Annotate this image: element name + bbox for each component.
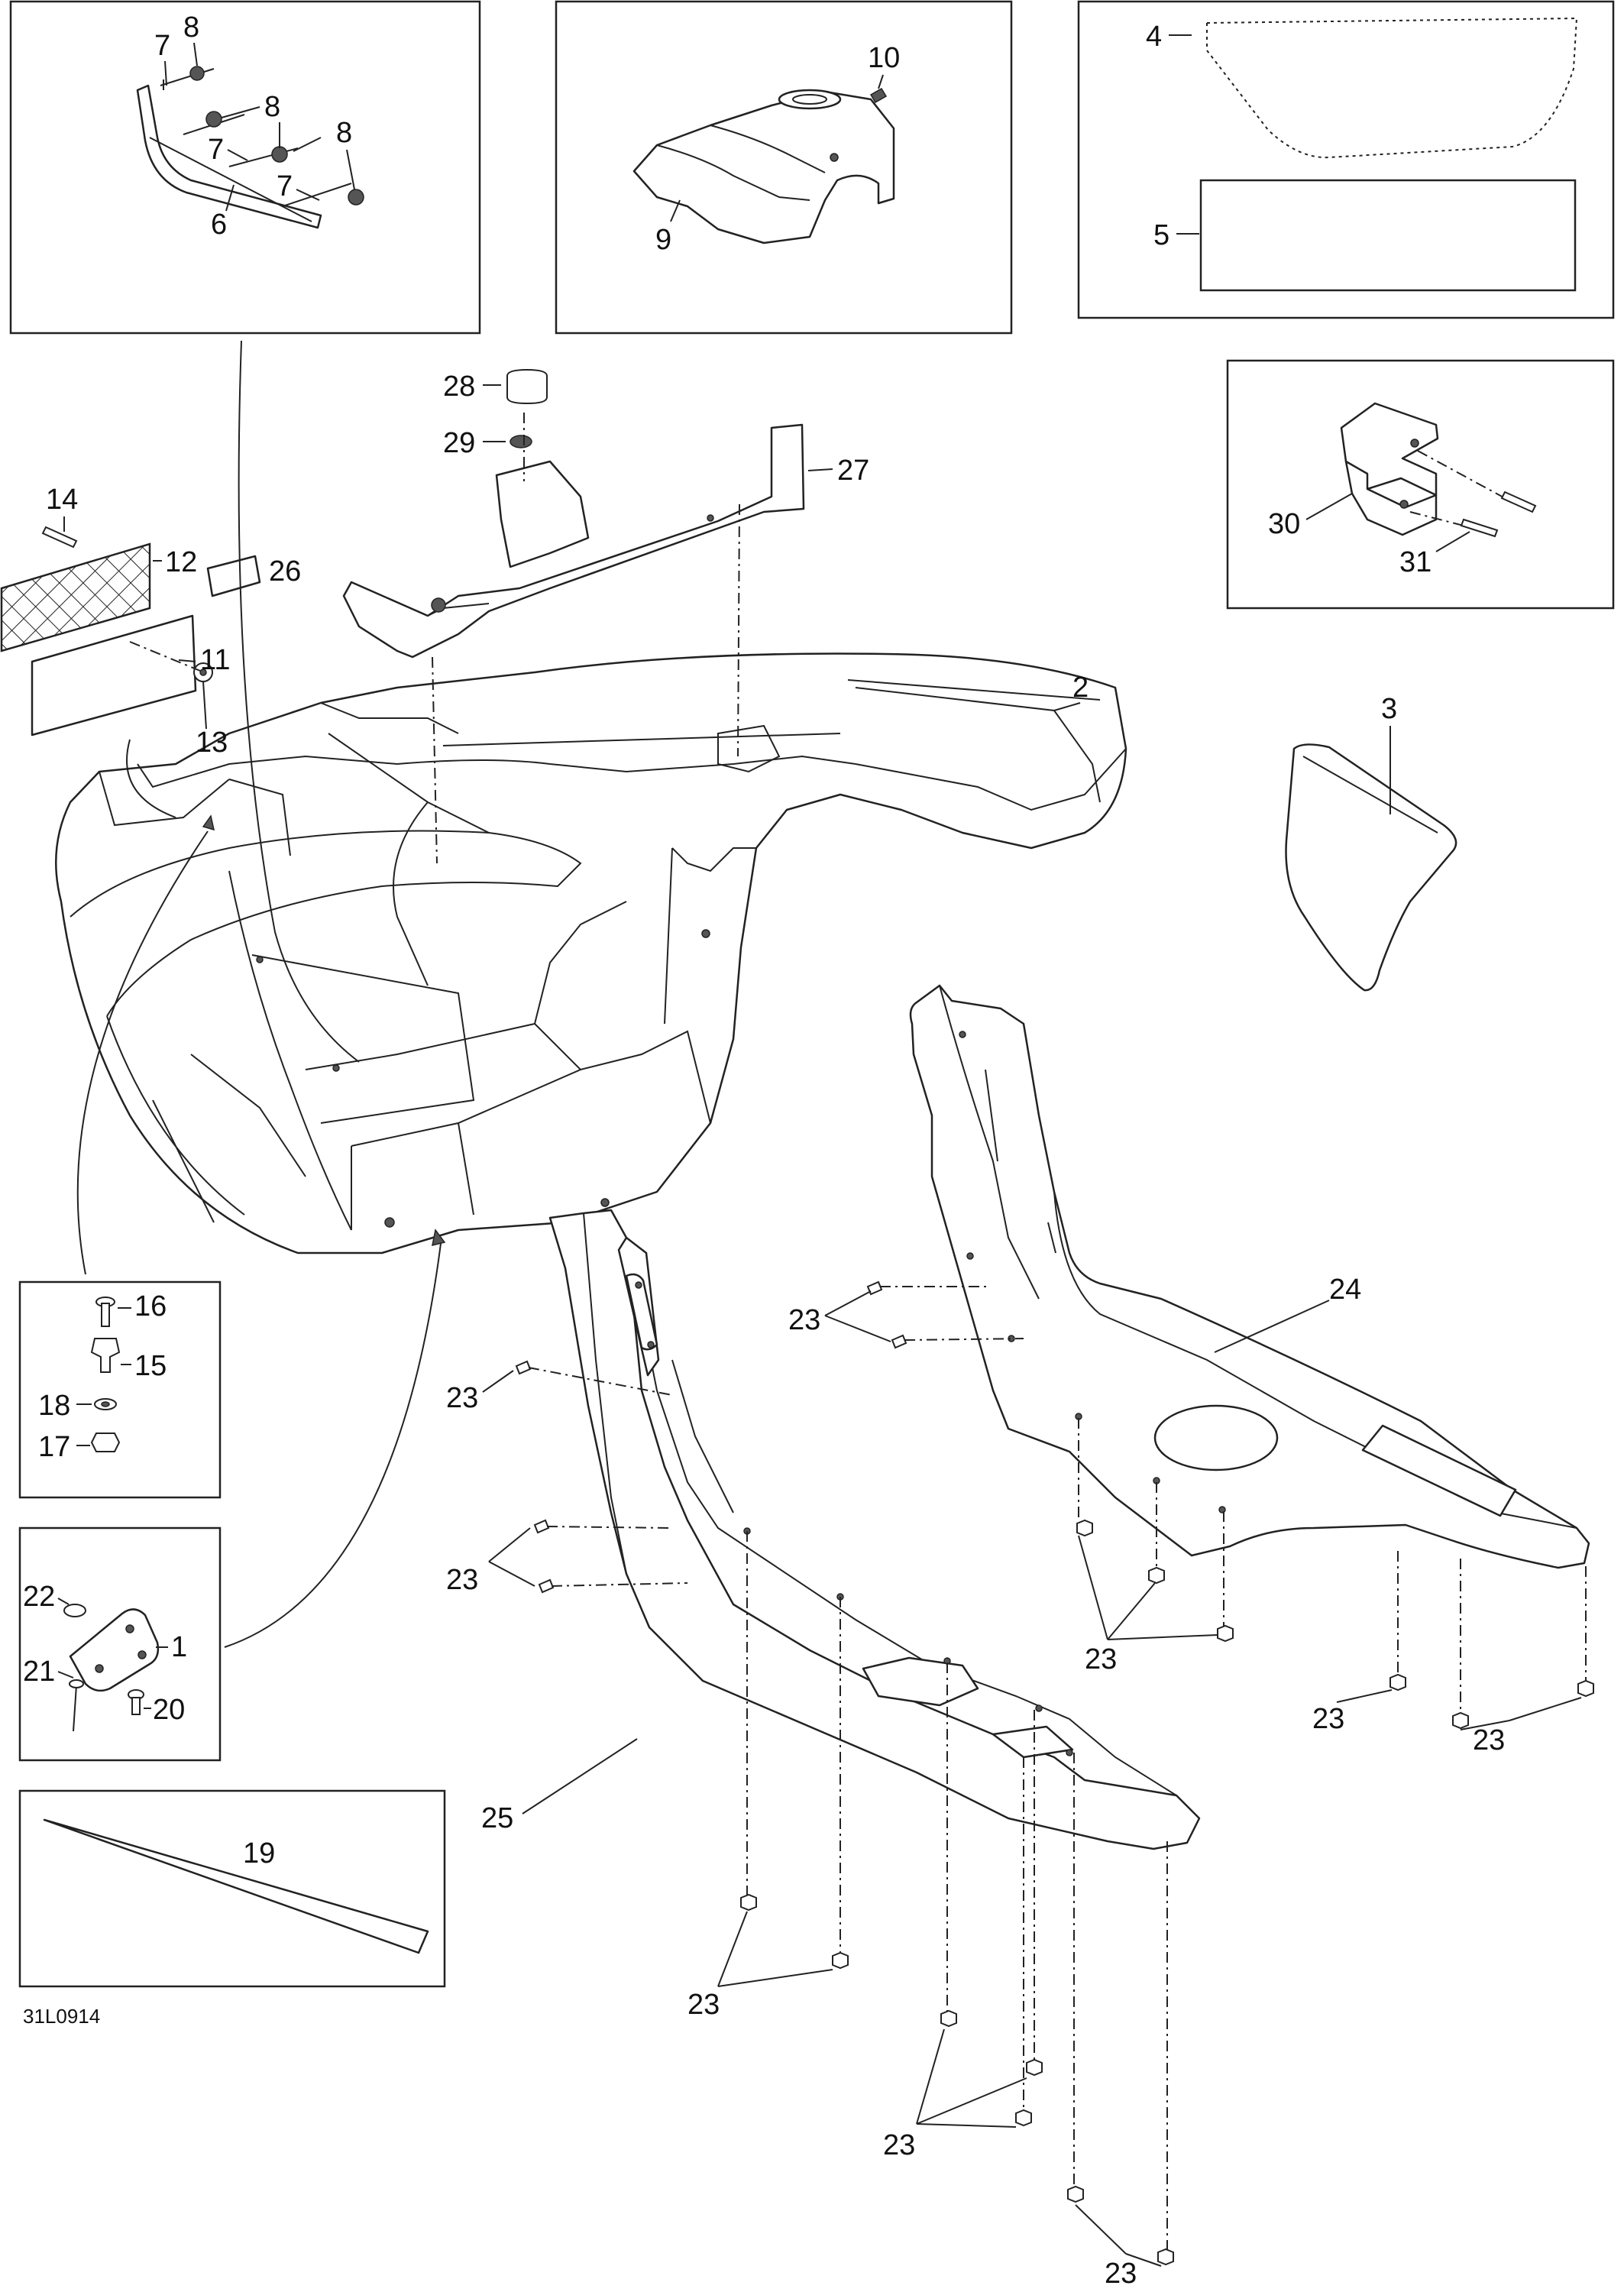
part-5-label xyxy=(1199,179,1577,292)
callout-24: 24 xyxy=(1329,1274,1361,1306)
callout-9: 9 xyxy=(655,224,671,256)
callout-13: 13 xyxy=(196,727,228,759)
callout-23-h: 23 xyxy=(883,2129,915,2161)
inset-box-decals xyxy=(1077,0,1615,319)
part-16-screw xyxy=(95,1297,115,1327)
part-14-pin xyxy=(41,526,78,549)
inset-box-fasteners xyxy=(18,1280,222,1499)
part-26-pad xyxy=(206,555,261,597)
part-10-screw xyxy=(869,87,888,104)
callout-30: 30 xyxy=(1268,508,1300,540)
callout-5: 5 xyxy=(1153,219,1169,251)
callout-1: 1 xyxy=(171,1631,187,1663)
inset-box-trim-strip xyxy=(9,0,481,335)
callout-11: 11 xyxy=(200,644,230,676)
part-21-rivet xyxy=(69,1679,84,1732)
part-31-rivet xyxy=(1409,450,1537,538)
screw-group-23 xyxy=(515,1280,1594,2266)
callout-10: 10 xyxy=(868,42,900,74)
callout-29: 29 xyxy=(443,427,475,459)
part-18-washer xyxy=(94,1398,117,1410)
callout-22: 22 xyxy=(23,1581,55,1613)
callout-19: 19 xyxy=(243,1837,275,1870)
callout-8-a: 8 xyxy=(183,11,199,44)
part-11-foam-block xyxy=(31,614,197,736)
part-27-bracket xyxy=(342,423,805,659)
callout-31: 31 xyxy=(1399,546,1432,578)
leader-curve-11 xyxy=(126,739,176,818)
part-1-plate xyxy=(69,1608,160,1692)
part-17-nut xyxy=(90,1432,121,1452)
callout-23-d: 23 xyxy=(1085,1643,1117,1675)
part-20-screw xyxy=(128,1689,144,1715)
callout-23-g: 23 xyxy=(687,1989,720,2021)
callout-7-b: 7 xyxy=(208,134,224,166)
callout-14: 14 xyxy=(46,484,78,516)
part-3-side-panel xyxy=(1285,743,1457,992)
part-25-front-skid xyxy=(548,1209,1201,1850)
callout-23-a: 23 xyxy=(788,1304,820,1336)
drawing-code: 31L0914 xyxy=(23,2005,100,2028)
callout-26: 26 xyxy=(269,555,301,588)
callout-27: 27 xyxy=(837,455,869,487)
callout-16: 16 xyxy=(134,1290,167,1322)
callout-6: 6 xyxy=(211,209,227,241)
callout-17: 17 xyxy=(38,1431,70,1463)
callout-20: 20 xyxy=(153,1694,185,1726)
part-19-stripe-decal xyxy=(43,1818,429,1954)
inset-box-clip xyxy=(1226,359,1615,610)
callout-25: 25 xyxy=(481,1802,513,1834)
inset-box-stripe-decal xyxy=(18,1789,446,1988)
callout-23-c: 23 xyxy=(446,1564,478,1596)
callout-8-c: 8 xyxy=(336,117,352,149)
callout-15: 15 xyxy=(134,1350,167,1382)
callout-28: 28 xyxy=(443,371,475,403)
callout-23-f: 23 xyxy=(1473,1724,1505,1756)
callout-4: 4 xyxy=(1146,21,1162,53)
part-15-grommet xyxy=(90,1338,121,1373)
callout-12: 12 xyxy=(165,546,197,578)
part-29-washer xyxy=(510,435,532,448)
part-12-mesh xyxy=(0,542,151,652)
callout-2: 2 xyxy=(1072,672,1089,704)
part-9-cover xyxy=(632,89,895,244)
callout-23-b: 23 xyxy=(446,1382,478,1414)
part-24-skid-plate xyxy=(909,984,1590,1569)
part-22-washer xyxy=(63,1604,86,1617)
inset-box-cover xyxy=(555,0,1013,335)
part-30-clip xyxy=(1340,402,1439,536)
part-28-cap xyxy=(506,368,548,405)
callout-7-a: 7 xyxy=(154,30,170,62)
part-4-decal xyxy=(1206,17,1578,159)
callout-23-e: 23 xyxy=(1312,1703,1344,1735)
callout-8-b: 8 xyxy=(264,91,280,123)
callout-23-i: 23 xyxy=(1105,2258,1137,2290)
leader-curve-fasteners xyxy=(76,830,209,1275)
callout-18: 18 xyxy=(38,1390,70,1422)
callout-21: 21 xyxy=(23,1656,55,1688)
fastener-set-7-8 xyxy=(160,66,364,207)
callout-3: 3 xyxy=(1381,693,1397,725)
part-6-trim-strip xyxy=(136,84,322,229)
callout-7-c: 7 xyxy=(277,170,293,202)
inset-box-plate xyxy=(18,1526,222,1762)
leader-curve-plate xyxy=(224,1237,442,1648)
part-2-bottom-pan xyxy=(55,652,1127,1254)
leader-curve-6 xyxy=(238,340,360,1063)
